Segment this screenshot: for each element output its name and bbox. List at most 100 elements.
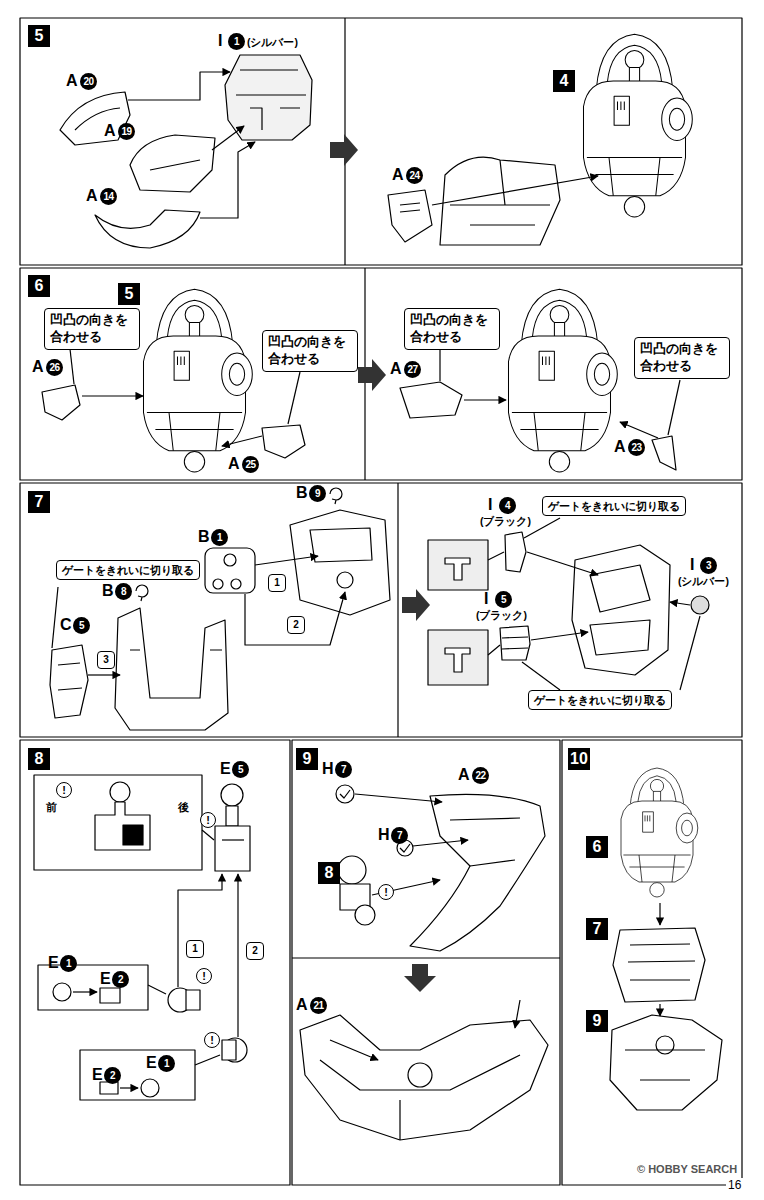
part-letter: I <box>488 496 492 514</box>
part-number: 27 <box>404 361 421 378</box>
part-letter: H <box>378 826 390 844</box>
order-number: 1 <box>268 574 286 592</box>
node-text: 9 <box>298 748 316 770</box>
order-number: 2 <box>246 942 264 960</box>
step-number: 8 <box>28 748 50 770</box>
color-note: 後 <box>178 800 189 814</box>
part-number: 1 <box>228 33 245 50</box>
part-letter: E <box>92 1066 103 1084</box>
part-number: 1 <box>211 529 228 546</box>
part-letter: A <box>32 358 44 376</box>
note-callout: ゲートをきれいに切り取る <box>56 560 200 580</box>
part-letter: A <box>104 122 116 140</box>
caution-mark: ! <box>56 782 72 798</box>
node-text: ゲートをきれいに切り取る <box>534 693 666 707</box>
part-letter: C <box>60 616 72 634</box>
part-number: 2 <box>104 1067 121 1084</box>
node-text: 凹凸の向きを合わせる <box>640 341 724 375</box>
part-number: 3 <box>700 557 717 574</box>
node-text: 8 <box>30 748 48 770</box>
step-number: 9 <box>586 1010 608 1032</box>
caution-mark: ! <box>196 968 212 984</box>
color-note: 前 <box>46 800 57 814</box>
color-note: (ブラック) <box>476 608 527 622</box>
part-number: 1 <box>158 1055 175 1072</box>
step-number: 5 <box>118 283 140 305</box>
node-text: 6 <box>588 836 606 858</box>
part-letter: E <box>48 954 59 972</box>
node-text: 4 <box>555 70 573 92</box>
page-number: 16 <box>726 1178 743 1192</box>
part-letter: E <box>146 1054 157 1072</box>
part-letter: H <box>322 760 334 778</box>
step-number: 7 <box>586 918 608 940</box>
step-number: 7 <box>28 491 50 513</box>
note-callout: ゲートをきれいに切り取る <box>528 690 672 710</box>
step-number: 9 <box>296 748 318 770</box>
node-text: 凹凸の向きを合わせる <box>50 312 134 346</box>
node-text: 8 <box>320 862 338 884</box>
order-number: 3 <box>97 651 115 669</box>
note-callout: 凹凸の向きを合わせる <box>262 330 358 372</box>
part-number: 5 <box>232 761 249 778</box>
part-number: 24 <box>406 167 423 184</box>
part-number: 23 <box>628 439 645 456</box>
part-letter: A <box>390 360 402 378</box>
node-text: 凹凸の向きを合わせる <box>410 312 494 346</box>
node-text: 7 <box>30 491 48 513</box>
part-letter: B <box>198 528 210 546</box>
part-number: 7 <box>391 827 408 844</box>
color-note: (シルバー) <box>678 574 729 588</box>
order-number: 1 <box>186 940 204 958</box>
part-letter: A <box>86 187 98 205</box>
note-callout: ゲートをきれいに切り取る <box>542 496 686 516</box>
note-callout: 凹凸の向きを合わせる <box>44 308 140 350</box>
node-text: ゲートをきれいに切り取る <box>62 563 194 577</box>
color-note: (シルバー) <box>247 35 298 49</box>
step-number: 10 <box>568 748 590 770</box>
step-number: 8 <box>318 862 340 884</box>
part-number: 25 <box>242 456 259 473</box>
order-number: 2 <box>287 616 305 634</box>
caution-mark: ! <box>378 884 394 900</box>
part-letter: B <box>296 484 308 502</box>
part-number: 26 <box>46 359 63 376</box>
step-number: 4 <box>553 70 575 92</box>
node-text: 5 <box>30 25 48 47</box>
part-letter: A <box>296 996 308 1014</box>
step-number: 6 <box>586 836 608 858</box>
part-number: 1 <box>60 955 77 972</box>
part-number: 14 <box>100 188 117 205</box>
step-number: 6 <box>28 275 50 297</box>
part-number: 5 <box>495 591 512 608</box>
node-text: 9 <box>588 1010 606 1032</box>
watermark: © HOBBY SEARCH <box>635 1163 739 1175</box>
color-note: (ブラック) <box>480 514 531 528</box>
node-text: 7 <box>588 918 606 940</box>
part-number: 8 <box>115 583 132 600</box>
part-letter: E <box>220 760 231 778</box>
part-number: 21 <box>310 997 327 1014</box>
part-letter: A <box>614 438 626 456</box>
caution-mark: ! <box>200 812 216 828</box>
part-number: 9 <box>309 485 326 502</box>
part-letter: I <box>484 590 488 608</box>
part-letter: A <box>66 72 78 90</box>
part-letter: I <box>690 556 694 574</box>
node-text: 6 <box>30 275 48 297</box>
node-text: 5 <box>120 283 138 305</box>
part-number: 4 <box>499 497 516 514</box>
part-letter: A <box>228 455 240 473</box>
part-number: 19 <box>118 123 135 140</box>
node-text: ゲートをきれいに切り取る <box>548 499 680 513</box>
part-letter: B <box>102 582 114 600</box>
part-number: 2 <box>112 971 129 988</box>
part-number: 20 <box>80 73 97 90</box>
caution-mark: ! <box>204 1032 220 1048</box>
part-letter: I <box>218 32 222 50</box>
part-letter: E <box>100 970 111 988</box>
part-number: 7 <box>335 761 352 778</box>
step-number: 5 <box>28 25 50 47</box>
